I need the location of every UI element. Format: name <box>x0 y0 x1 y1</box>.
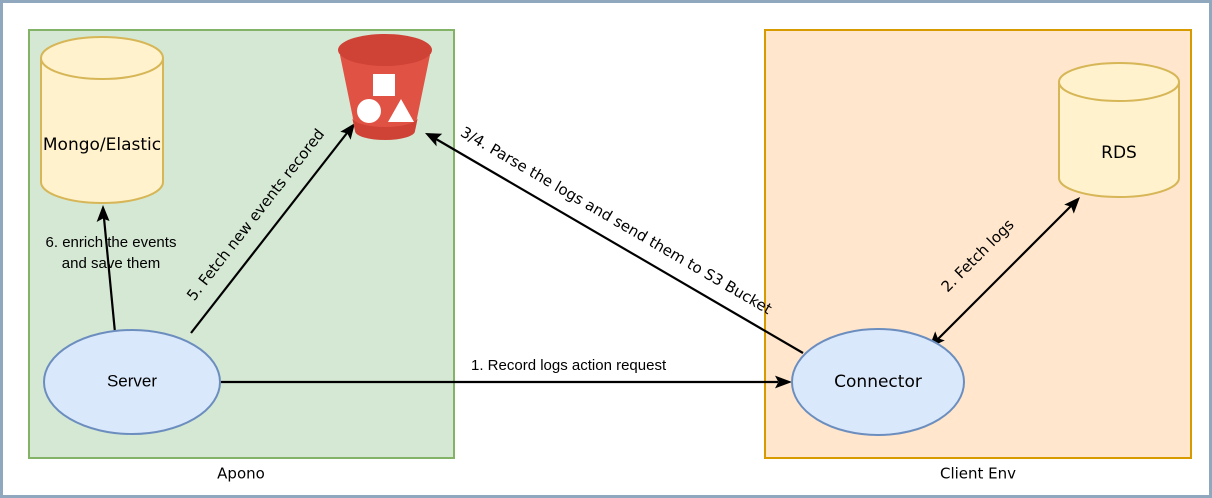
edge-enrich-events: 6. enrich the events and save them <box>46 205 177 344</box>
node-connector[interactable]: Connector <box>791 328 965 436</box>
s3-bucket-square-glyph <box>373 74 395 96</box>
node-rds[interactable]: RDS <box>1058 62 1180 198</box>
server-label: Server <box>107 371 157 390</box>
edge-enrich-events-label-line2: and save them <box>62 255 160 272</box>
edge-record-logs-label: 1. Record logs action request <box>471 357 667 374</box>
s3-bucket-base-shade <box>352 117 418 140</box>
edge-parse-logs-arrowhead <box>425 133 443 147</box>
edge-record-logs-arrowhead <box>775 375 792 389</box>
edge-parse-logs: 3/4. Parse the logs and send them to S3 … <box>425 123 804 354</box>
edge-parse-logs-line <box>435 138 804 354</box>
edge-fetch-new-events-line <box>190 132 348 334</box>
apono-panel-caption: Apono <box>217 465 265 483</box>
mongo-elastic-label: Mongo/Elastic <box>43 135 161 155</box>
architecture-diagram: Apono Client Env 6. enrich the events an… <box>28 29 1192 483</box>
rds-label: RDS <box>1101 143 1137 163</box>
edge-parse-logs-label: 3/4. Parse the logs and send them to S3 … <box>458 123 776 318</box>
s3-bucket-circle-glyph <box>357 99 381 123</box>
rds-cylinder-top <box>1058 62 1180 102</box>
edge-fetch-logs-line <box>937 205 1072 340</box>
rds-cylinder-body <box>1058 81 1180 198</box>
connector-label: Connector <box>834 372 922 392</box>
mongo-elastic-cylinder-body <box>40 57 164 204</box>
connector-ellipse <box>791 328 965 436</box>
edge-enrich-events-label-line1: 6. enrich the events <box>46 234 177 251</box>
edge-record-logs: 1. Record logs action request <box>220 357 792 389</box>
s3-bucket-icon[interactable] <box>338 34 432 140</box>
mongo-elastic-cylinder-top <box>40 36 164 80</box>
s3-bucket-triangle-glyph <box>388 99 414 122</box>
edge-fetch-logs-arrowhead-rds <box>1064 197 1080 214</box>
edge-enrich-events-arrowhead <box>96 205 110 222</box>
edge-fetch-new-events-arrowhead <box>340 123 355 140</box>
node-server[interactable]: Server <box>43 329 221 435</box>
server-ellipse <box>43 329 221 435</box>
edge-enrich-events-line <box>102 217 118 344</box>
node-mongo-elastic[interactable]: Mongo/Elastic <box>40 36 164 204</box>
s3-bucket-lid <box>338 34 432 66</box>
client-env-panel-caption: Client Env <box>940 465 1016 483</box>
